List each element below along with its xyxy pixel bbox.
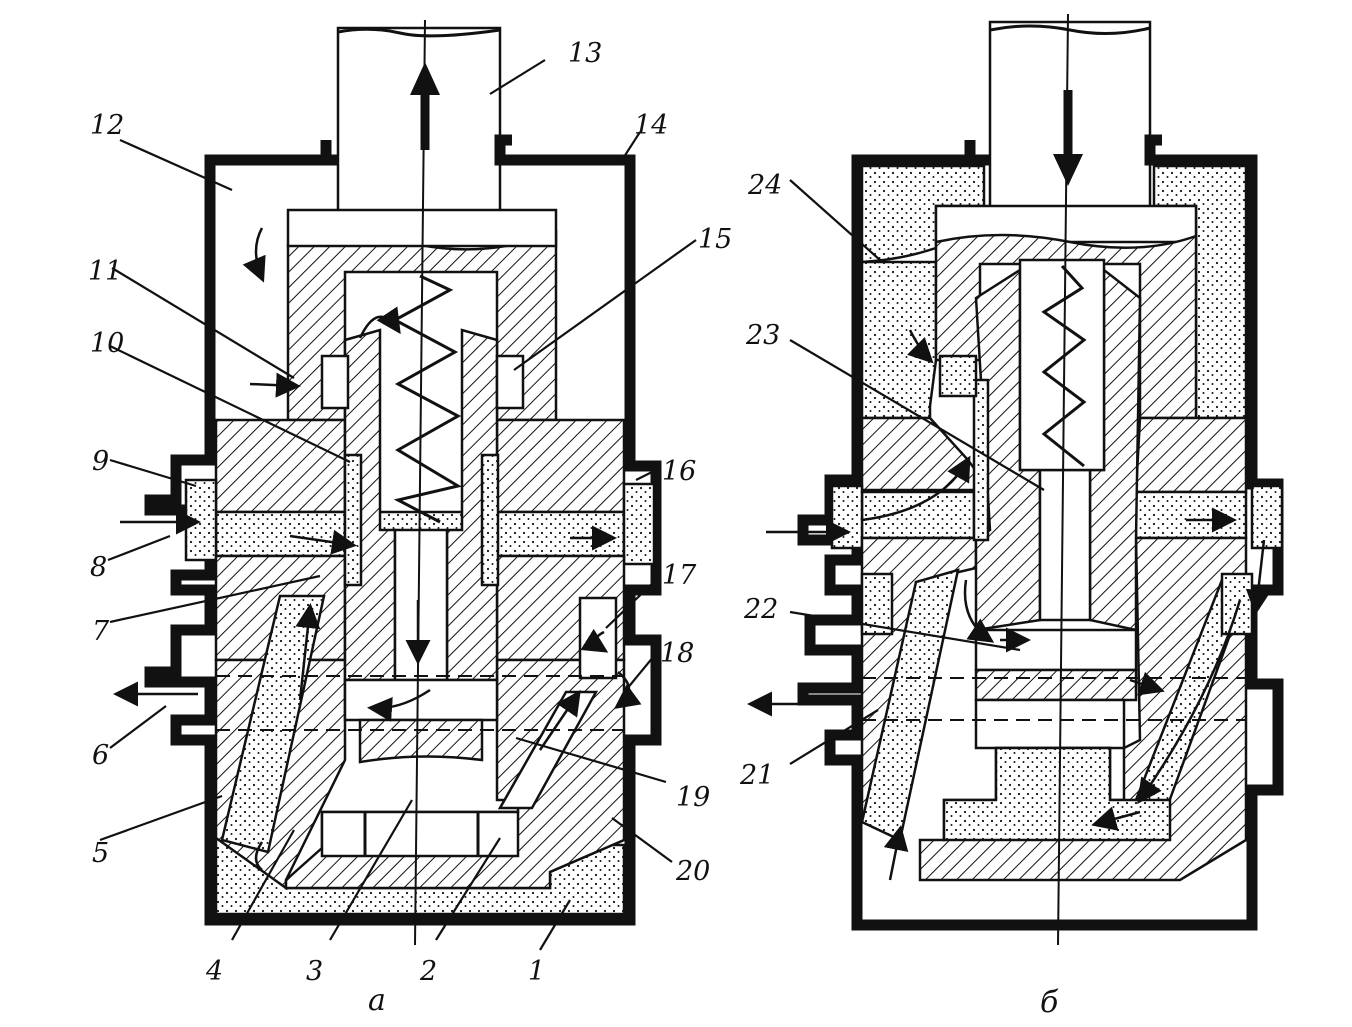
callout-7: 7 xyxy=(92,616,110,647)
callout-12: 12 xyxy=(90,110,124,141)
callout-24: 24 xyxy=(747,170,782,201)
callout-17: 17 xyxy=(662,560,697,591)
callout-1: 1 xyxy=(528,956,545,987)
callout-14: 14 xyxy=(634,110,668,141)
spring-a xyxy=(391,274,462,524)
callout-20: 20 xyxy=(675,856,710,887)
callout-8: 8 xyxy=(90,552,107,583)
callout-9: 9 xyxy=(92,446,109,477)
callout-labels: 13 12 14 11 15 10 9 16 8 17 7 18 6 19 5 … xyxy=(88,38,782,987)
caption-view-a: а xyxy=(368,983,386,1018)
callout-19: 19 xyxy=(676,782,710,813)
callout-5: 5 xyxy=(92,838,109,869)
callout-21: 21 xyxy=(739,760,774,791)
callout-13: 13 xyxy=(568,38,602,69)
callout-2: 2 xyxy=(419,956,437,987)
view-b xyxy=(747,13,1284,946)
callout-10: 10 xyxy=(90,328,124,359)
view-a xyxy=(113,19,662,946)
callout-22: 22 xyxy=(743,594,778,625)
housing-a xyxy=(144,134,662,926)
caption-view-b: б xyxy=(1040,985,1059,1020)
callout-6: 6 xyxy=(92,740,109,771)
callout-18: 18 xyxy=(660,638,694,669)
callout-16: 16 xyxy=(662,456,696,487)
callout-3: 3 xyxy=(306,956,323,987)
callout-4: 4 xyxy=(205,956,223,987)
callout-leaders xyxy=(99,59,1045,951)
callout-15: 15 xyxy=(698,224,732,255)
callout-23: 23 xyxy=(745,320,780,351)
callout-11: 11 xyxy=(88,256,122,287)
rod-13 xyxy=(336,26,502,215)
